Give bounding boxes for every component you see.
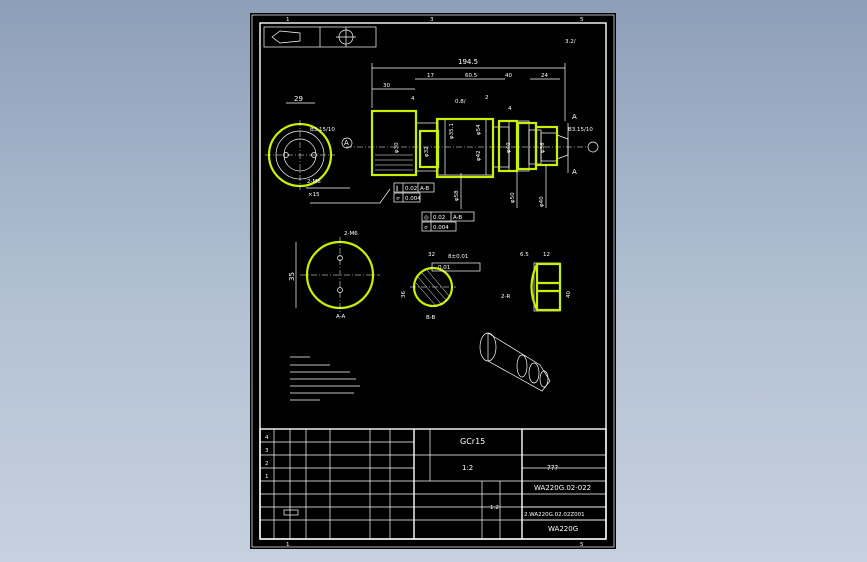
highlight-section-3 [435, 117, 495, 179]
section-view-holes: 35 2-M6 A-A [288, 231, 380, 320]
svg-text:17: 17 [427, 73, 434, 79]
svg-text:1: 1 [286, 17, 290, 23]
dim-29: 29 [294, 95, 303, 103]
svg-text:φ40: φ40 [539, 196, 545, 207]
svg-text:2: 2 [485, 95, 489, 101]
svg-text:3: 3 [430, 17, 434, 23]
svg-text:φ35.1: φ35.1 [449, 123, 455, 139]
svg-text:1: 1 [265, 474, 269, 480]
svg-text:8±0.01: 8±0.01 [448, 254, 468, 260]
svg-text:φ54: φ54 [476, 124, 482, 135]
svg-text:6.5: 6.5 [520, 252, 529, 258]
svg-text:1:2: 1:2 [490, 505, 499, 511]
svg-text:φ50: φ50 [510, 192, 516, 203]
svg-text:φ40: φ40 [506, 142, 512, 153]
svg-text:32: 32 [428, 252, 435, 258]
svg-text:φ36: φ36 [540, 142, 546, 153]
thread-right: B3.15/10 [568, 127, 593, 133]
svg-text:φ42: φ42 [476, 150, 482, 161]
svg-text:4: 4 [265, 435, 269, 441]
holes-label: 2-M6 [307, 179, 321, 185]
scale: 1:2 [462, 464, 473, 472]
svg-text:35: 35 [288, 272, 296, 281]
svg-text:40: 40 [566, 291, 572, 298]
highlight-section-1 [370, 109, 418, 177]
svg-text:4: 4 [411, 96, 415, 102]
svg-text:0.02: 0.02 [433, 215, 445, 221]
svg-text:φ32: φ32 [424, 146, 430, 157]
svg-text:5: 5 [580, 542, 584, 548]
svg-text:0.004: 0.004 [433, 225, 449, 231]
svg-text:0.02: 0.02 [405, 186, 417, 192]
outer-frame [251, 14, 615, 548]
svg-text:A: A [572, 113, 577, 121]
quantity: ??? [547, 464, 558, 472]
svg-text:φ58: φ58 [454, 190, 460, 201]
svg-text:1: 1 [286, 542, 290, 548]
cad-drawing: 3.2/ 29 2-M6 ×15 194.5 30 17 60.5 40 24 … [251, 14, 615, 548]
svg-text:24: 24 [541, 73, 548, 79]
tech-notes [290, 356, 360, 401]
svg-text:⌭: ⌭ [396, 196, 400, 202]
isometric-view [479, 332, 551, 392]
tolerance-frame-1: ∥ 0.02 A-B ⌭ 0.004 [393, 182, 435, 203]
svg-text:A: A [572, 168, 577, 176]
inner-frame [259, 22, 607, 540]
svg-text:60.5: 60.5 [465, 73, 478, 79]
svg-text:3: 3 [265, 448, 269, 454]
svg-text:5: 5 [580, 17, 584, 23]
thread-left: B3.15/10 [310, 127, 335, 133]
drawing-number: WA220G.02-022 [534, 484, 591, 492]
svg-text:2-R: 2-R [501, 294, 510, 300]
svg-text:4: 4 [508, 106, 512, 112]
svg-text:12: 12 [543, 252, 550, 258]
svg-text:30: 30 [383, 83, 390, 89]
assembly-number: 2.WA220G.02.02Z001 [524, 512, 585, 518]
svg-text:0.01: 0.01 [438, 265, 450, 271]
title-block: 4 3 2 1 GCr15 1:2 ??? WA220G.02-022 2.WA… [259, 428, 607, 540]
taper-icon [271, 30, 301, 44]
drawing-sheet: 3.2/ 29 2-M6 ×15 194.5 30 17 60.5 40 24 … [250, 13, 616, 549]
svg-text:A-B: A-B [453, 215, 462, 221]
svg-text:0.8/: 0.8/ [455, 99, 466, 105]
svg-text:2-M6: 2-M6 [344, 231, 358, 237]
svg-text:2: 2 [265, 461, 269, 467]
material: GCr15 [460, 437, 485, 446]
svg-text:∥: ∥ [396, 185, 399, 192]
svg-text:A-A: A-A [336, 314, 346, 320]
section-view-keyway: 32 8±0.01 0.01 36 B-B [401, 252, 481, 321]
shaft-main-view: 194.5 30 17 60.5 40 24 4 2 4 0.8/ [310, 58, 599, 209]
section-view-right: 6.5 12 2-R 40 [501, 252, 572, 312]
highlight-section-6 [534, 125, 559, 167]
dim-overall: 194.5 [458, 58, 478, 66]
svg-text:40: 40 [505, 73, 512, 79]
tolerance-frame-2: ◎ 0.02 A-B ⌭ 0.004 [421, 211, 475, 232]
svg-text:◎: ◎ [424, 215, 429, 221]
project-code: WA220G [548, 525, 578, 533]
svg-text:⌭: ⌭ [424, 225, 428, 231]
end-view-left: 29 2-M6 ×15 [265, 95, 350, 198]
svg-text:3.2/: 3.2/ [565, 39, 576, 45]
svg-text:φ30: φ30 [394, 142, 400, 153]
svg-text:0.004: 0.004 [405, 196, 421, 202]
svg-text:36: 36 [401, 291, 407, 298]
svg-text:×15: ×15 [308, 192, 320, 198]
section-label-left: A [344, 139, 349, 147]
svg-text:A-B: A-B [420, 186, 429, 192]
svg-text:B-B: B-B [426, 315, 436, 321]
